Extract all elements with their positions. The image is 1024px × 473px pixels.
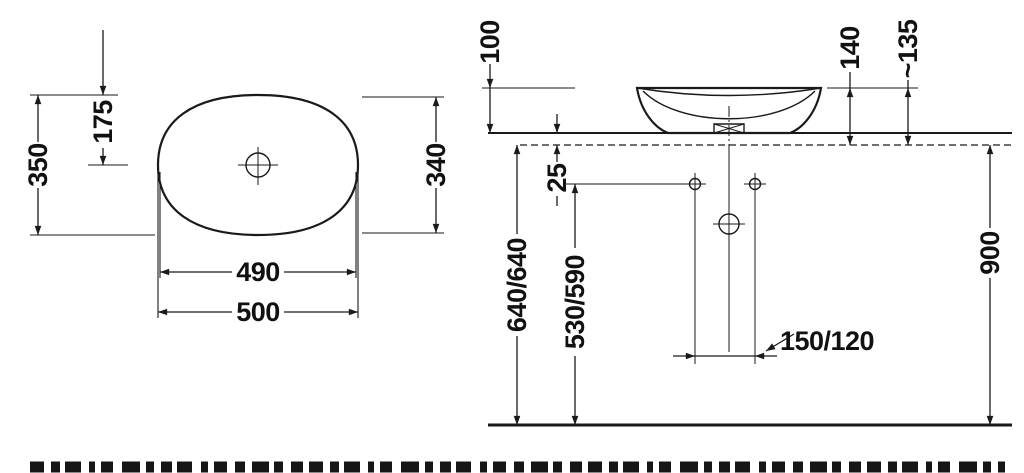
dim-900: 900	[975, 145, 1005, 425]
dim-label-135: ~135	[893, 19, 923, 78]
dim-150-120: 150/120	[673, 326, 875, 360]
mounting-holes	[684, 150, 766, 364]
dim-label-140: 140	[835, 26, 865, 70]
leader-arrow	[765, 333, 795, 352]
drain-hole-cross	[713, 208, 745, 240]
dim-label-150-120: 150/120	[780, 326, 874, 356]
dim-140: 140	[827, 26, 918, 145]
dim-label-900: 900	[975, 231, 1005, 275]
dim-340: 340	[362, 96, 451, 234]
dim-490: 490	[159, 172, 357, 287]
basin-front-rim-curve	[636, 87, 822, 97]
dim-25: 25	[542, 114, 572, 206]
dim-label-350: 350	[23, 143, 53, 187]
dim-135: ~135	[893, 19, 923, 145]
dim-label-175: 175	[88, 100, 118, 144]
dim-label-25: 25	[542, 163, 572, 193]
dim-175: 175	[88, 30, 128, 166]
dim-label-100: 100	[475, 20, 505, 64]
dim-label-640-640: 640/640	[502, 238, 532, 332]
dim-label-340: 340	[421, 143, 451, 187]
dim-530-590: 530/590	[560, 183, 688, 425]
basin-inner-bowl-curve	[642, 90, 816, 120]
dim-500: 500	[157, 172, 359, 327]
dim-label-490: 490	[236, 257, 280, 287]
faucet-hole-right-cross	[744, 173, 766, 195]
dim-label-530-590: 530/590	[560, 255, 590, 349]
side-view: 100 25 140 ~135	[475, 19, 1012, 427]
dim-640-640: 640/640	[502, 145, 532, 425]
dim-label-500: 500	[236, 297, 280, 327]
top-view: 350 175 340 490	[23, 30, 451, 327]
dim-100: 100	[475, 20, 575, 133]
basin-top-view-outline	[156, 93, 360, 237]
